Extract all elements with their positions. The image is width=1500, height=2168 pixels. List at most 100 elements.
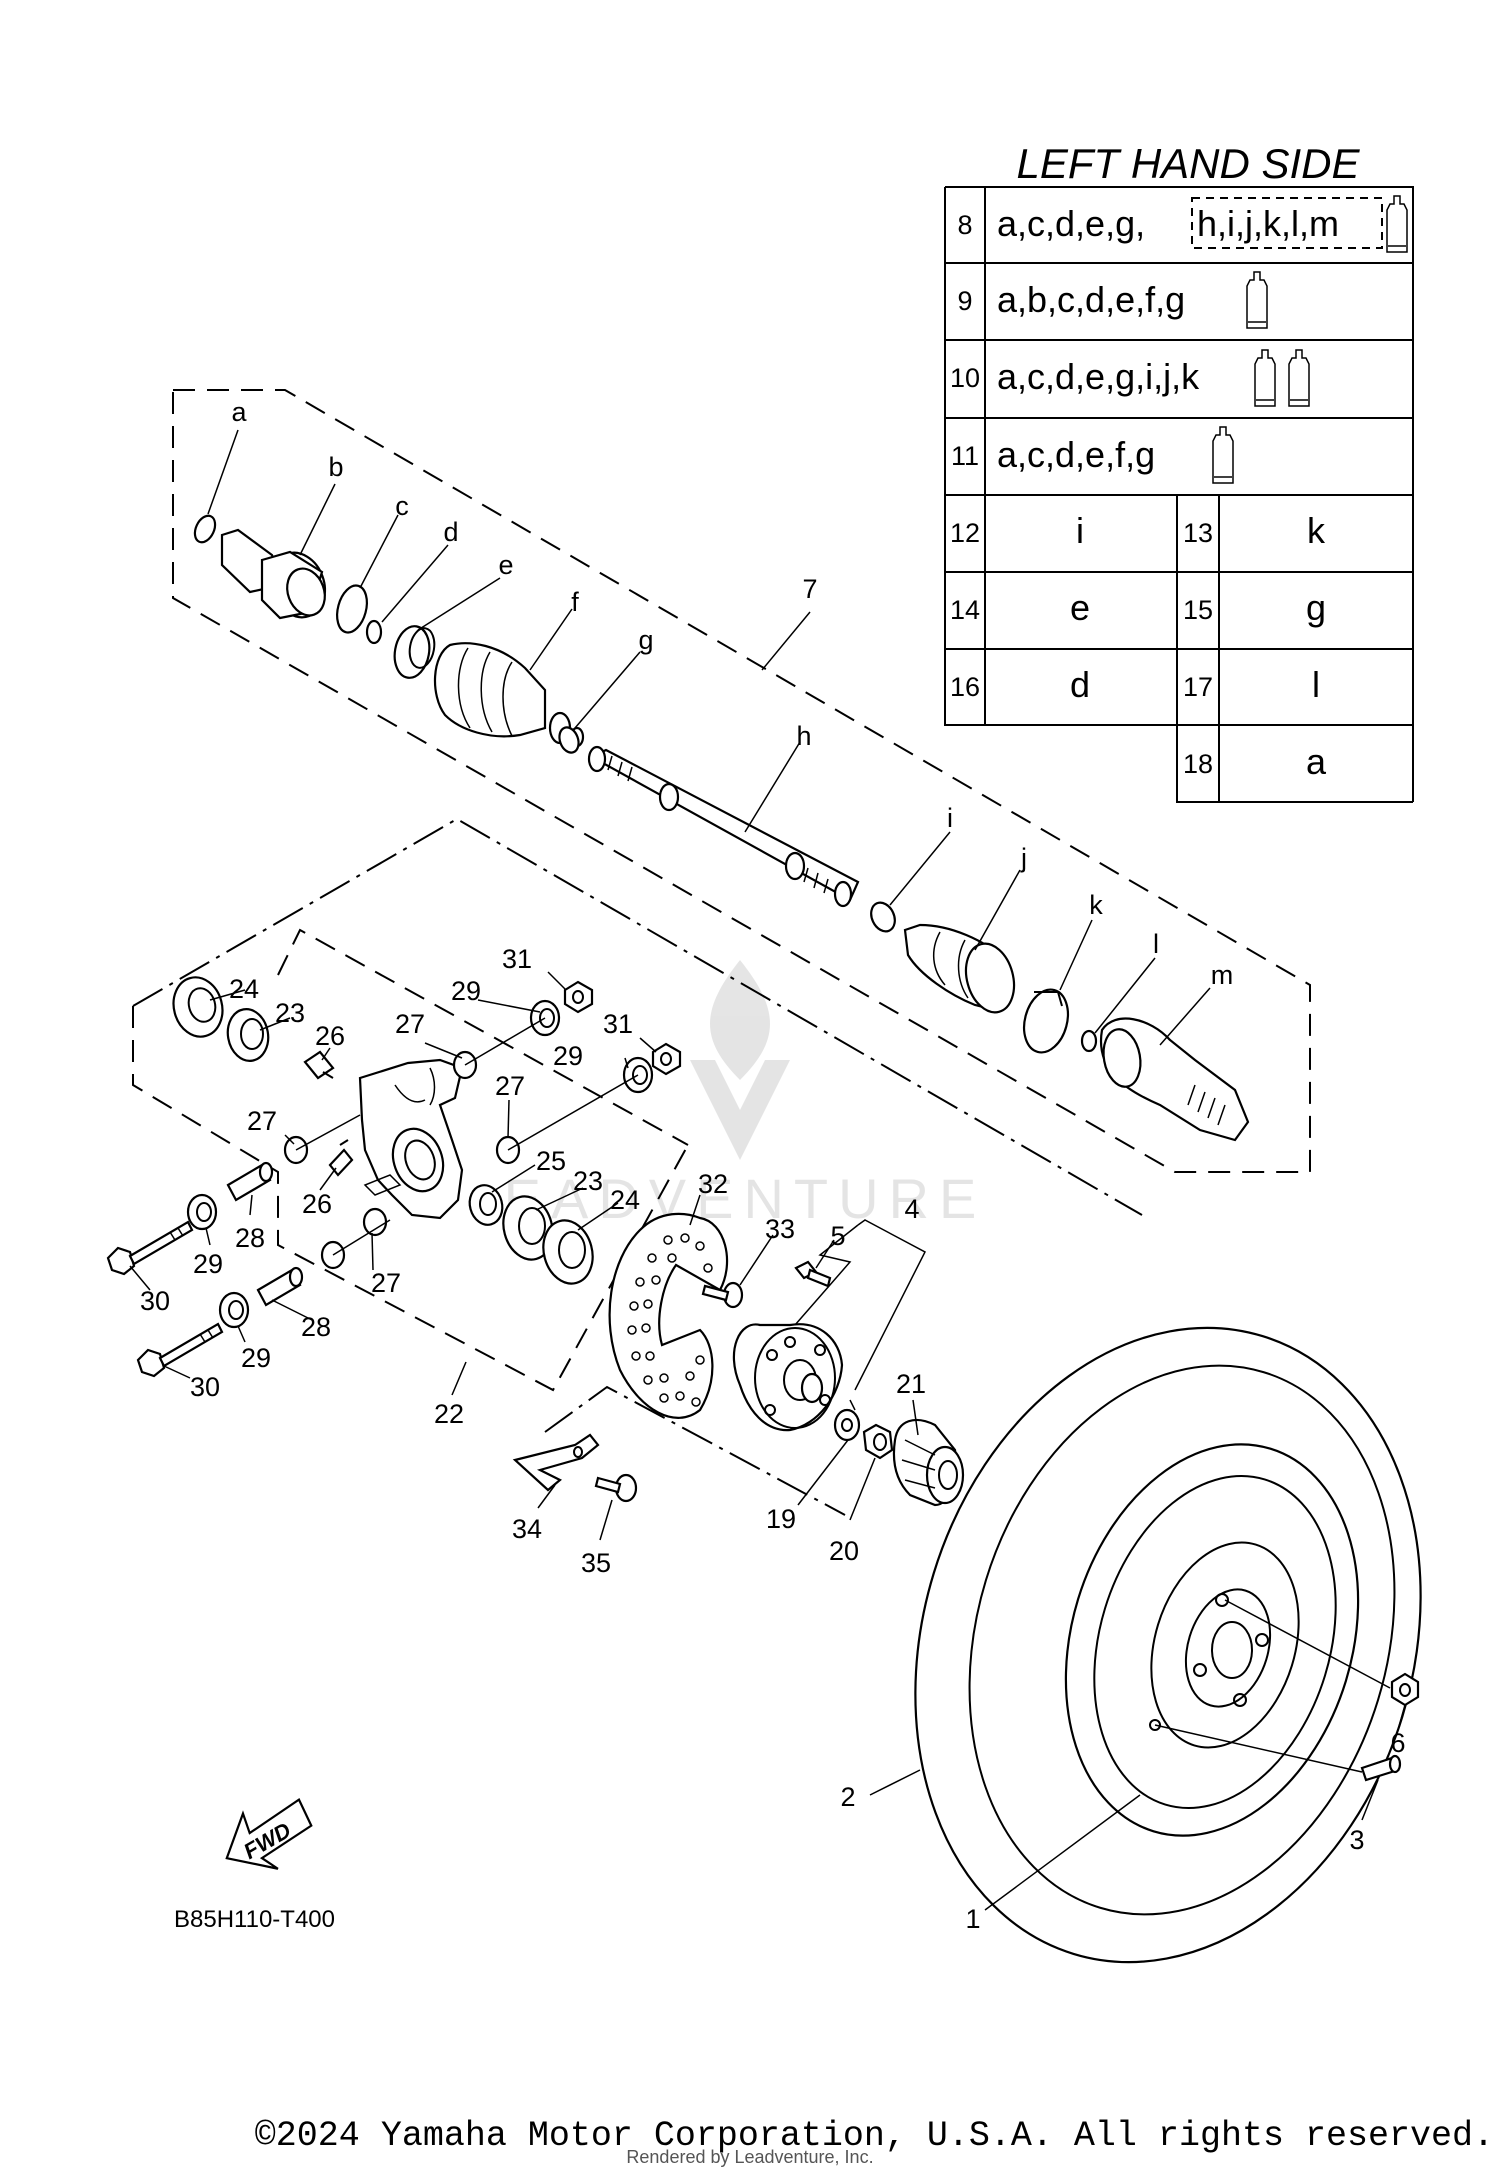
part-32-brake-disc	[608, 1212, 729, 1419]
callout-31: 31	[502, 944, 532, 974]
brake-hub-group: 32 33 5 4 19 20 21 34 35	[512, 1169, 965, 1578]
callout-33: 33	[765, 1214, 795, 1244]
copyright-notice: ©2024 Yamaha Motor Corporation, U.S.A. A…	[254, 2116, 1494, 2156]
knuckle-assembly: 24 23 26 27 29 31 31 29 27 27 26 25 23 2…	[106, 817, 1143, 1429]
callout-30: 30	[140, 1286, 170, 1316]
part-30-bolt	[106, 1220, 194, 1276]
row-15-val: g	[1306, 587, 1326, 628]
part-31-nut	[651, 1042, 682, 1076]
grease-tube-icon	[1386, 195, 1408, 253]
callout-31: 31	[603, 1009, 633, 1039]
left-hand-side-table: LEFT HAND SIDE 8 a,c,d,e,g, h,i,j,k,l,m …	[944, 140, 1414, 803]
part-e-band	[393, 625, 436, 679]
row-14-num: 14	[950, 595, 980, 625]
callout-j: j	[1020, 843, 1027, 873]
watermark-logo: EADVENTURE	[504, 960, 987, 1230]
callout-24: 24	[610, 1185, 640, 1215]
part-20-nut	[862, 1423, 894, 1460]
wheel-assembly: 6 3 2 1	[840, 1326, 1422, 1964]
row-18-num: 18	[1183, 749, 1213, 779]
drive-shaft-assembly: a b c d e f g h i j k l m 7	[172, 389, 1311, 1173]
callout-c: c	[395, 491, 409, 521]
grease-tube-icon	[1212, 426, 1234, 484]
row-8-text: a,c,d,e,g,	[997, 203, 1145, 244]
row-10-text: a,c,d,e,g,i,j,k	[997, 356, 1200, 397]
callout-21: 21	[896, 1369, 926, 1399]
callout-k: k	[1089, 890, 1103, 920]
callout-23: 23	[275, 998, 305, 1028]
callout-32: 32	[698, 1169, 728, 1199]
row-9-text: a,b,c,d,e,f,g	[997, 279, 1185, 320]
row-11-text: a,c,d,e,f,g	[997, 434, 1155, 475]
part-f-boot	[433, 642, 585, 748]
grease-tube-icon	[1246, 271, 1268, 329]
callout-24: 24	[229, 974, 259, 1004]
row-8-num: 8	[957, 210, 972, 240]
part-i-band	[870, 901, 896, 933]
part-1-wheel	[1064, 1443, 1360, 1837]
callout-28: 28	[301, 1312, 331, 1342]
part-27-bushing	[362, 1207, 388, 1237]
callout-29: 29	[193, 1249, 223, 1279]
rendered-by-credit: Rendered by Leadventure, Inc.	[626, 2147, 874, 2167]
part-b-inner-joint	[220, 528, 327, 620]
row-10-num: 10	[950, 363, 980, 393]
part-24-bearing	[542, 1219, 594, 1285]
callout-d: d	[443, 517, 458, 547]
part-l-ring	[1080, 1029, 1098, 1053]
callout-a: a	[231, 397, 247, 427]
part-28-spacer	[226, 1161, 274, 1202]
part-k-band	[1022, 988, 1070, 1054]
part-h-shaft	[587, 745, 860, 908]
row-18-val: a	[1306, 741, 1327, 782]
callout-28: 28	[235, 1223, 265, 1253]
callout-3: 3	[1349, 1825, 1364, 1855]
callout-27: 27	[395, 1009, 425, 1039]
watermark-text: EADVENTURE	[504, 1167, 987, 1230]
callout-6: 6	[1390, 1728, 1405, 1758]
part-30-bolt	[136, 1322, 224, 1378]
part-25-seal	[468, 1184, 504, 1226]
part-21-cap	[892, 1418, 965, 1507]
callout-27: 27	[247, 1106, 277, 1136]
part-5-bolt	[794, 1260, 832, 1288]
diagram-code: B85H110-T400	[174, 1906, 335, 1933]
callout-h: h	[796, 721, 811, 751]
part-19-washer	[833, 1408, 861, 1442]
part-29-collar	[218, 1291, 250, 1329]
callout-27: 27	[371, 1268, 401, 1298]
row-11-num: 11	[951, 441, 979, 471]
callout-34: 34	[512, 1514, 542, 1544]
part-6-lug-nut	[1390, 1672, 1420, 1707]
callout-1: 1	[965, 1904, 980, 1934]
part-d-ring	[365, 619, 383, 645]
part-28-spacer	[256, 1266, 304, 1307]
part-a-circlip	[193, 514, 217, 544]
callout-30: 30	[190, 1372, 220, 1402]
callout-i: i	[947, 803, 953, 833]
row-12-num: 12	[950, 518, 980, 548]
callout-4: 4	[904, 1194, 919, 1224]
row-13-val: k	[1307, 510, 1326, 551]
callout-26: 26	[302, 1189, 332, 1219]
part-23-bearing	[502, 1195, 554, 1261]
part-34-bracket	[512, 1433, 600, 1492]
fwd-arrow-icon: FWD	[225, 1798, 313, 1870]
part-c-snap-ring	[336, 584, 368, 634]
callout-20: 20	[829, 1536, 859, 1566]
callout-29: 29	[241, 1343, 271, 1373]
callout-25: 25	[536, 1146, 566, 1176]
grease-tube-icon	[1254, 349, 1276, 407]
part-3-valve	[1360, 1754, 1402, 1782]
row-16-val: d	[1070, 664, 1090, 705]
part-29-collar	[186, 1193, 218, 1231]
part-g-band	[558, 726, 580, 754]
callout-m: m	[1211, 960, 1234, 990]
row-16-num: 16	[950, 672, 980, 702]
callout-f: f	[571, 587, 579, 617]
callout-7: 7	[802, 574, 817, 604]
callout-e: e	[498, 550, 513, 580]
row-15-num: 15	[1183, 595, 1213, 625]
grease-tube-icon	[1288, 349, 1310, 407]
